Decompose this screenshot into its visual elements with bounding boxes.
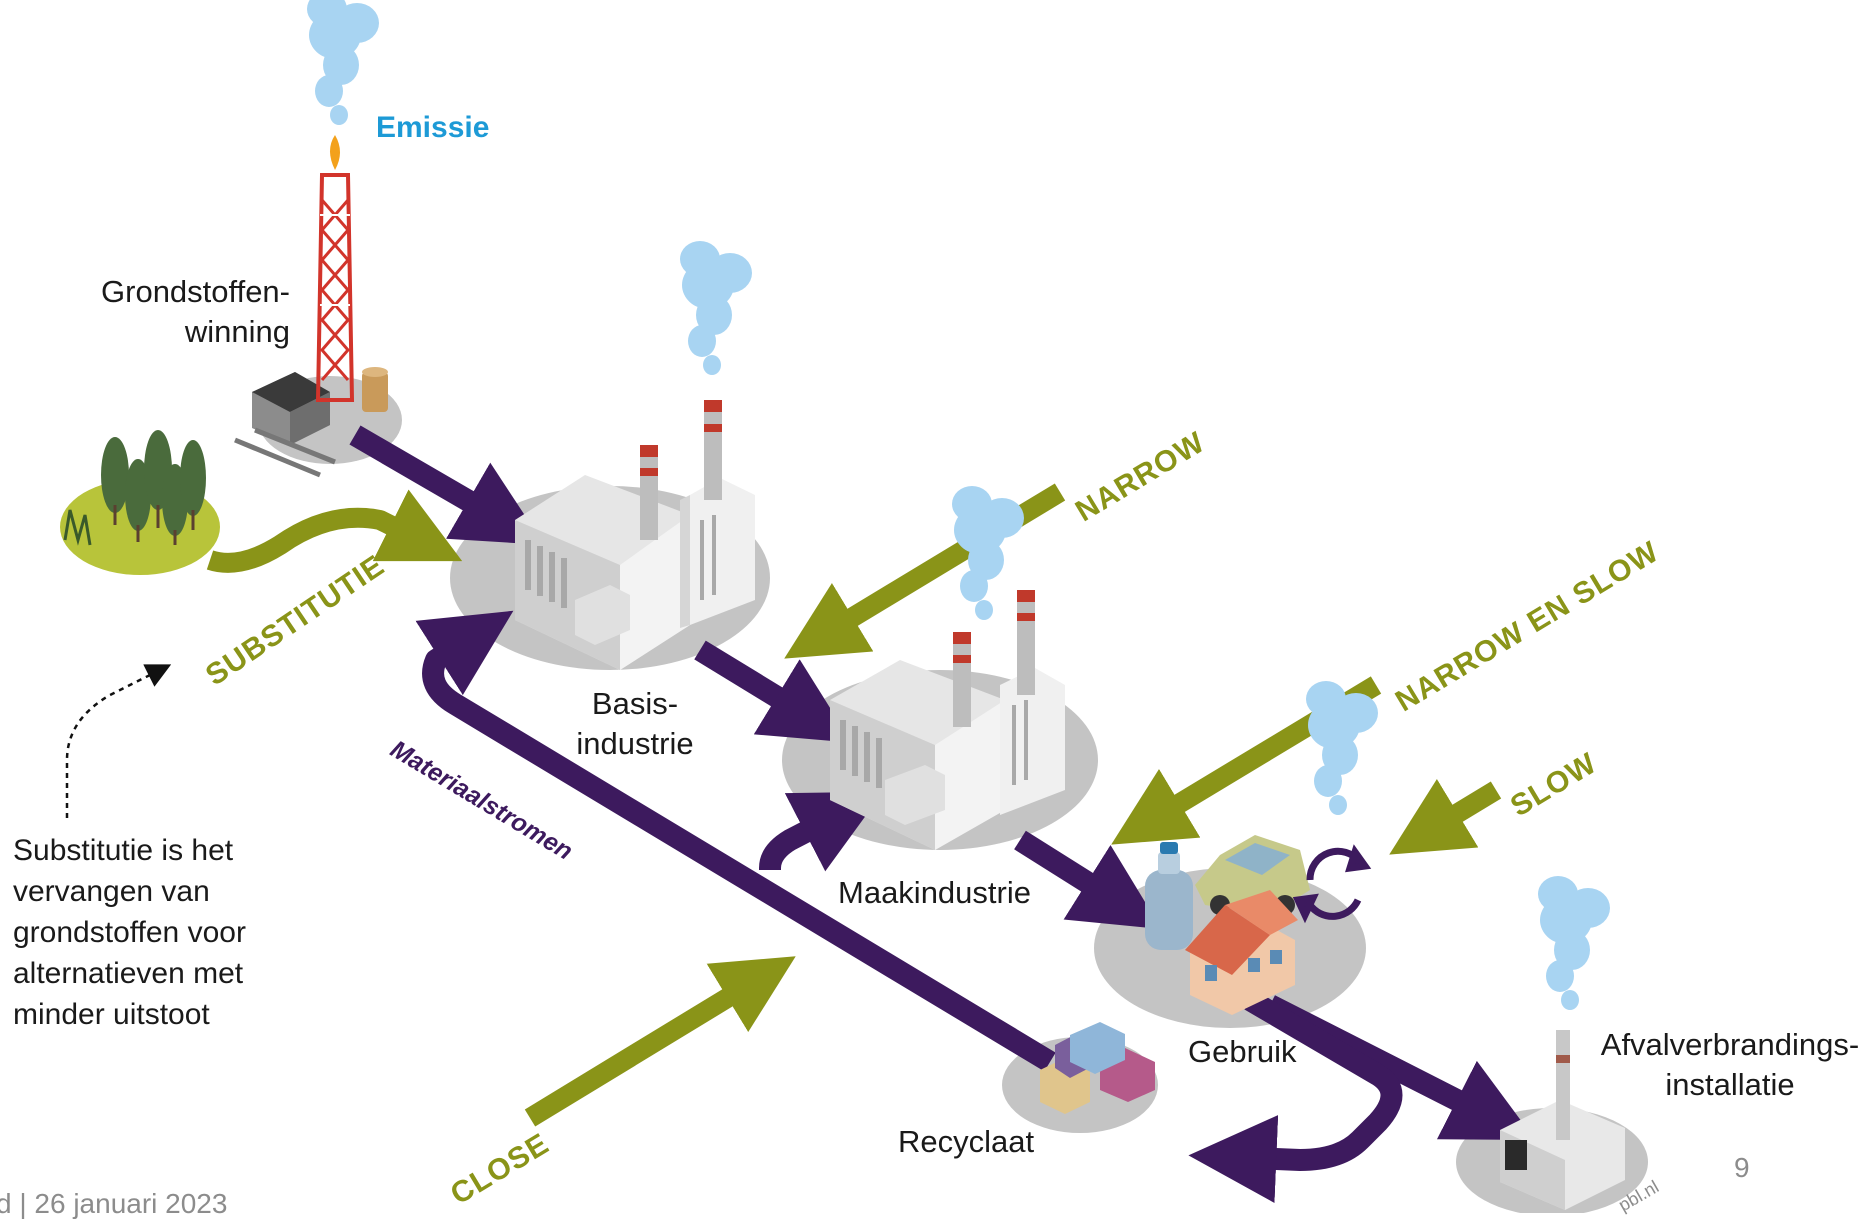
basis-industrie-label-line2: industrie: [576, 726, 694, 761]
waste-incinerator-icon: [1500, 1030, 1625, 1210]
smoke-clouds: [307, 0, 1610, 1010]
basis-industrie-label: Basis- industrie: [540, 684, 730, 764]
afval-label-line2: installatie: [1665, 1067, 1795, 1102]
substitution-note: Substitutie is het vervangen van grondst…: [13, 830, 246, 1035]
oil-tower-icon: [315, 135, 355, 402]
basis-industrie-label-line1: Basis-: [591, 686, 679, 721]
afval-label: Afvalverbrandings- installatie: [1590, 1025, 1864, 1105]
material-flows: [349, 425, 1536, 1203]
note-line-1: Substitutie is het: [13, 834, 234, 867]
recycle-arrows-icon: [1292, 844, 1372, 924]
strategy-arrows: [206, 483, 1502, 1127]
afval-label-line1: Afvalverbrandings-: [1600, 1027, 1860, 1062]
emission-label: Emissie: [376, 111, 490, 144]
basis-factory-icon: [515, 400, 755, 670]
recycled-boxes-icon: [1040, 1022, 1155, 1114]
grondstoffen-label: Grondstoffen- winning: [60, 272, 290, 352]
bottle-icon: [1145, 842, 1193, 950]
grondstoffen-label-line1: Grondstoffen-: [101, 274, 290, 309]
maak-factory-icon: [830, 590, 1065, 850]
barrel-icon: [362, 367, 388, 412]
car-icon: [1195, 835, 1310, 915]
note-line-5: minder uitstoot: [13, 998, 210, 1031]
grondstoffen-label-line2: winning: [184, 314, 290, 349]
forest-icon: [63, 430, 206, 546]
note-line-4: alternatieven met: [13, 957, 244, 990]
house-icon: [1185, 890, 1298, 1015]
recyclaat-label: Recyclaat: [898, 1124, 1035, 1159]
page-number: 9: [1734, 1152, 1750, 1183]
gebruik-label: Gebruik: [1188, 1034, 1297, 1069]
maakindustrie-label: Maakindustrie: [838, 875, 1031, 910]
footer-date: d | 26 januari 2023: [0, 1188, 228, 1219]
mine-cart-icon: [234, 372, 336, 478]
note-line-3: grondstoffen voor: [13, 916, 246, 949]
annotation-arrow: [65, 664, 172, 818]
note-line-2: vervangen van: [13, 875, 210, 908]
